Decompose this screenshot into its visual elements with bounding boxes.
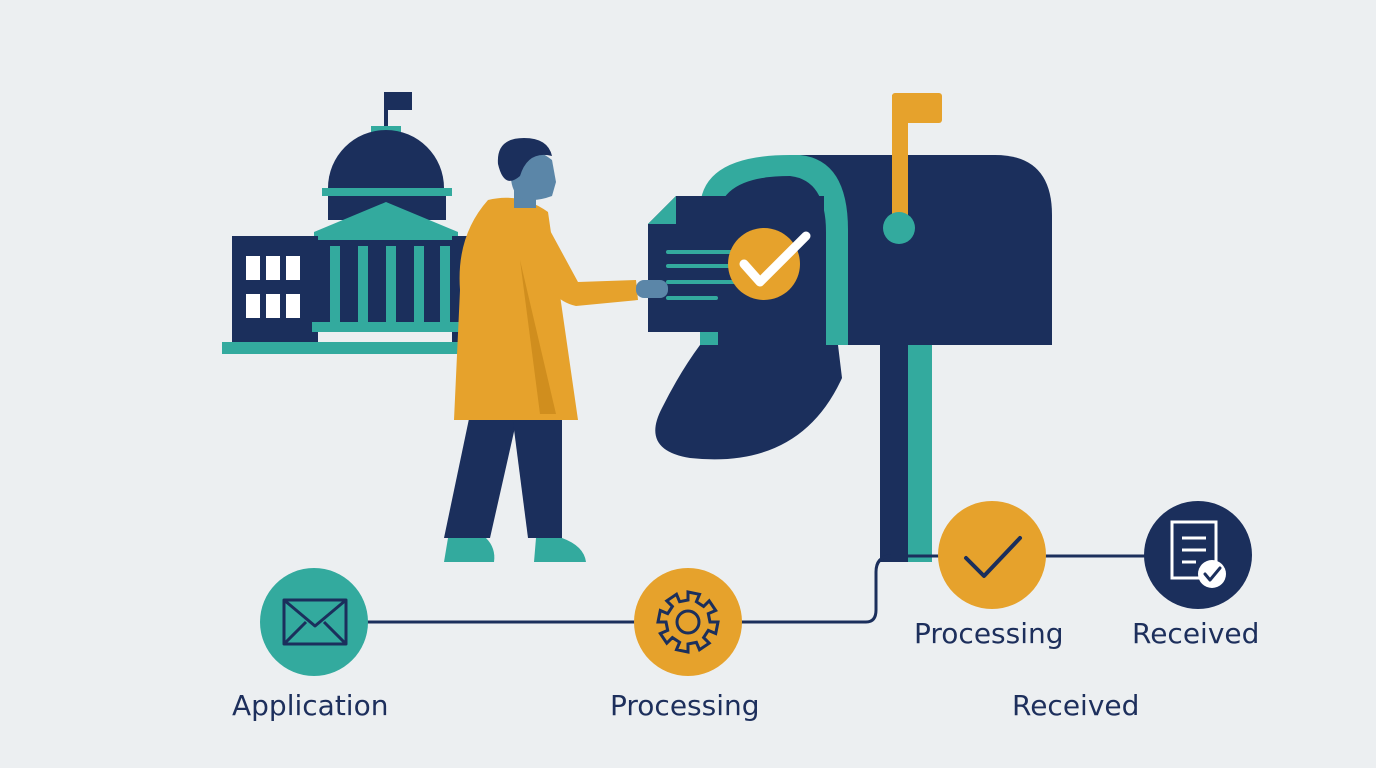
step-label-received-lower: Received (1012, 689, 1140, 722)
checkmark-icon (964, 536, 1022, 578)
document-check-icon (1170, 520, 1226, 588)
step-node-processing (634, 568, 742, 676)
step-label-processing-secondary: Processing (914, 617, 1064, 650)
step-label-processing: Processing (610, 689, 760, 722)
step-node-approved (938, 501, 1046, 609)
step-label-received: Received (1132, 617, 1260, 650)
step-label-application: Application (232, 689, 389, 722)
government-building-icon (222, 92, 488, 354)
gear-icon (656, 590, 720, 654)
gear-outline (656, 590, 720, 654)
approved-document-icon (648, 196, 824, 332)
step-node-received (1144, 501, 1252, 609)
step-node-application (260, 568, 368, 676)
person-figure (444, 138, 668, 562)
process-connector (314, 554, 1200, 624)
gear-hub (675, 609, 701, 635)
envelope-icon (282, 598, 348, 646)
